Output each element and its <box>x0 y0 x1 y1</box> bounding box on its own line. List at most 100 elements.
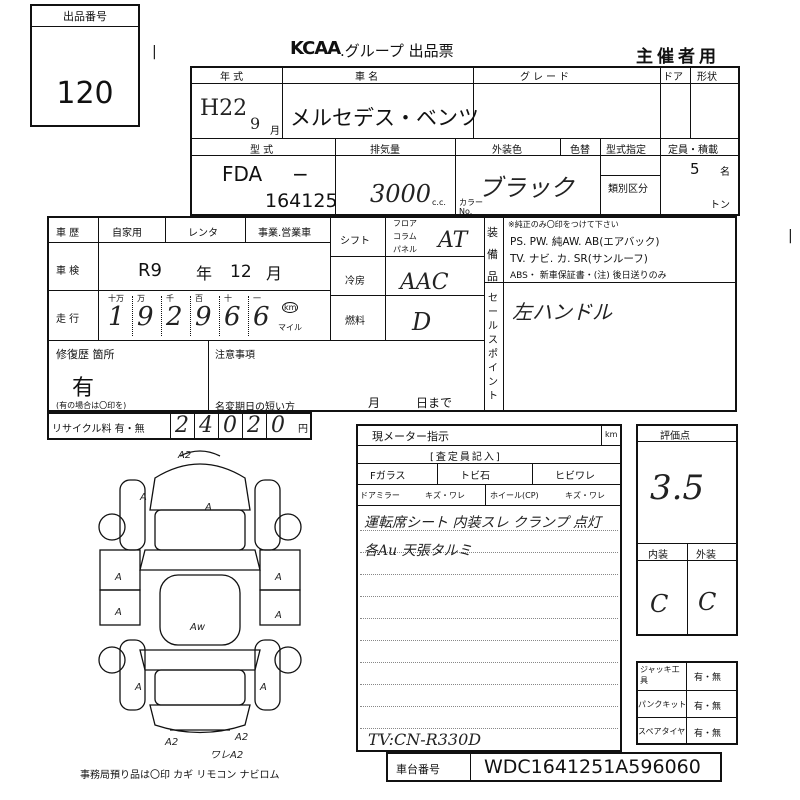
spare-value[interactable]: 有・無 <box>694 729 722 739</box>
mileage-mile[interactable]: マイル <box>278 323 302 332</box>
digit-head: 千 <box>166 294 174 303</box>
damage-mark: Aw <box>189 622 206 633</box>
inspector-box <box>356 424 622 752</box>
puncture-value[interactable]: 有・無 <box>694 702 722 712</box>
recycle-digit: 4 <box>199 413 213 438</box>
details-table <box>47 216 737 412</box>
fuel-value: D <box>412 308 432 336</box>
mileage-digit: 9 <box>137 302 154 332</box>
repair-note: (有の場合は〇印を) <box>56 401 127 410</box>
tobi-label[interactable]: トビ石 <box>460 471 490 482</box>
recycle-box <box>47 412 312 440</box>
damage-mark: A <box>274 572 282 583</box>
name-change-day: 日まで <box>416 396 453 410</box>
digit-head: 十 <box>224 294 232 303</box>
disp-unit: c.c. <box>432 198 446 207</box>
hibi-label[interactable]: ヒビワレ <box>555 471 595 482</box>
glass-label: Fガラス <box>370 471 406 482</box>
shift-label: シフト <box>340 236 370 247</box>
model-year: H22 <box>200 96 248 121</box>
shaken-year-unit: 年 <box>196 264 213 283</box>
typespec-header: 型式指定 <box>606 145 646 156</box>
margin-mark-right: | <box>788 228 793 244</box>
interior-grade: C <box>650 590 669 618</box>
month-unit: 月 <box>270 126 280 137</box>
name-change-month: 月 <box>368 396 381 410</box>
grade-header: グレード <box>520 72 572 83</box>
capacity-header: 定員・積載 <box>668 145 718 156</box>
name-header: 車 名 <box>355 72 379 83</box>
shift-floor: フロア <box>393 219 417 228</box>
puncture-label: パンクキット <box>638 700 687 709</box>
history-private[interactable]: 自家用 <box>112 228 142 239</box>
mirror-value[interactable]: キズ・ワレ <box>425 491 465 500</box>
ac-label: 冷房 <box>345 276 365 287</box>
chassis-box <box>386 752 722 782</box>
vehicle-table <box>190 66 740 216</box>
mileage-digit: 9 <box>195 302 212 332</box>
equip-note: ※純正のみ〇印をつけて下さい <box>508 220 619 229</box>
mileage-label: 走 行 <box>56 314 80 325</box>
model-month: 9 <box>250 114 261 133</box>
mileage-digit: 1 <box>108 302 125 332</box>
history-business[interactable]: 事業.営業車 <box>258 228 312 239</box>
year-header: 年 式 <box>220 72 244 83</box>
exterior-label: 外装 <box>696 550 716 561</box>
damage-mark: A <box>204 502 212 513</box>
rating-score: 3.5 <box>650 468 705 508</box>
lot-number: 120 <box>56 76 114 111</box>
shift-value: AT <box>438 228 468 253</box>
displacement: 3000 <box>370 180 432 208</box>
tv-note: TV:CN-R330D <box>368 730 482 749</box>
wheel-label: ホイール(CP) <box>490 491 539 500</box>
damage-mark: ワレA2 <box>210 750 243 760</box>
mileage-km[interactable]: km <box>282 302 299 313</box>
recycle-digit: 2 <box>175 413 189 438</box>
name-change-label: 名変期日の短い方 <box>215 402 295 413</box>
equip-line1: PS. PW. 純AW. AB(エアバック) <box>510 236 660 248</box>
damage-mark: A <box>274 610 282 621</box>
digit-head: 万 <box>137 294 145 303</box>
damage-mark: A2 <box>177 450 191 461</box>
shaken-month-unit: 月 <box>266 264 283 283</box>
digit-head: 百 <box>195 294 203 303</box>
footer-note: 事務局預り品は〇印 カギ リモコン ナビロム <box>80 770 280 781</box>
jack-value[interactable]: 有・無 <box>694 673 722 683</box>
damage-mark: A <box>139 492 147 503</box>
chassis-number: WDC1641251A596060 <box>484 756 701 778</box>
type-dash: − <box>292 162 309 186</box>
shaken-era: R9 <box>138 260 162 281</box>
recycle-digit: 0 <box>223 413 237 438</box>
history-label: 車 歴 <box>56 228 80 239</box>
damage-mark: A2 <box>234 732 248 743</box>
damage-mark: A <box>114 607 122 618</box>
recolor-header: 色替 <box>570 145 590 156</box>
category-label: 類別区分 <box>608 184 648 195</box>
mirror-label: ドアミラー <box>360 491 400 500</box>
damage-mark: A <box>114 572 122 583</box>
wheel-value[interactable]: キズ・ワレ <box>565 491 605 500</box>
history-rental[interactable]: レンタ <box>188 228 218 239</box>
digit-head: 十万 <box>108 294 124 303</box>
lot-label: 出品番号 <box>32 6 138 27</box>
lot-box: 出品番号 120 <box>30 4 140 127</box>
shift-panel: パネル <box>393 245 417 254</box>
recycle-digit: 2 <box>247 413 261 438</box>
exterior-grade: C <box>698 588 717 616</box>
equip-line3: ABS・ 新車保証書・(注) 後日送りのみ <box>510 271 667 281</box>
spare-label: スペアタイヤ <box>638 727 686 736</box>
color-header: 外装色 <box>492 145 522 156</box>
shaken-month: 12 <box>230 262 252 282</box>
damage-mark: A2 <box>164 737 178 748</box>
equip-line2: TV. ナビ. カ. SR(サンルーフ) <box>510 253 648 265</box>
capacity-value: 5 <box>690 160 700 178</box>
ton-unit: トン <box>710 200 730 211</box>
vehicle-name: メルセデス・ベンツ <box>290 106 479 130</box>
damage-mark: A <box>259 682 267 693</box>
notes-label: 注意事項 <box>215 350 255 361</box>
inspector-note-1: 運転席シート 内装スレ クランプ 点灯 <box>364 515 601 531</box>
meter-unit: km <box>605 430 618 439</box>
jack-label: ジャッキ工具 <box>640 665 680 685</box>
recycle-label: リサイクル料 有・無 <box>52 424 145 435</box>
